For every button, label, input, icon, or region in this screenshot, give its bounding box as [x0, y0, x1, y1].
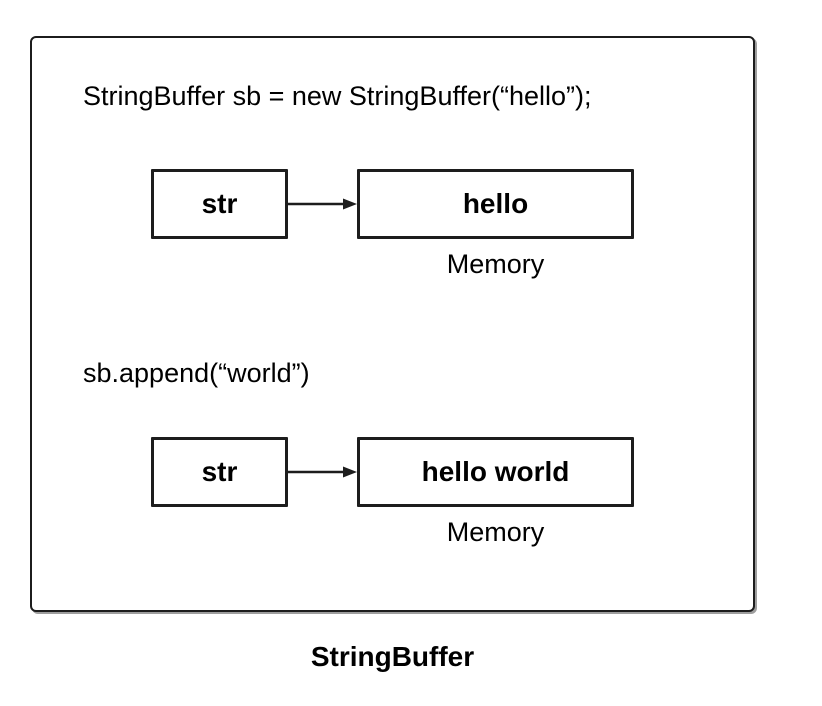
value-label: hello world	[421, 456, 570, 487]
variable-label: str	[201, 456, 238, 487]
right-arrow-icon	[288, 198, 357, 210]
statement-append: sb.append(“world”)	[83, 358, 310, 388]
variable-box-str-1: str	[151, 169, 288, 239]
statement-constructor: StringBuffer sb = new StringBuffer(“hell…	[83, 81, 592, 111]
diagram-frame: StringBuffer sb = new StringBuffer(“hell…	[30, 36, 755, 612]
memory-label-2: Memory	[446, 517, 545, 547]
value-label: hello	[462, 188, 529, 219]
variable-box-str-2: str	[151, 437, 288, 507]
right-arrow-icon	[288, 466, 357, 478]
value-box-hello-world: hello world	[357, 437, 634, 507]
memory-label-1: Memory	[446, 249, 545, 279]
value-box-hello: hello	[357, 169, 634, 239]
variable-label: str	[201, 188, 238, 219]
diagram-caption: StringBuffer	[310, 641, 475, 672]
